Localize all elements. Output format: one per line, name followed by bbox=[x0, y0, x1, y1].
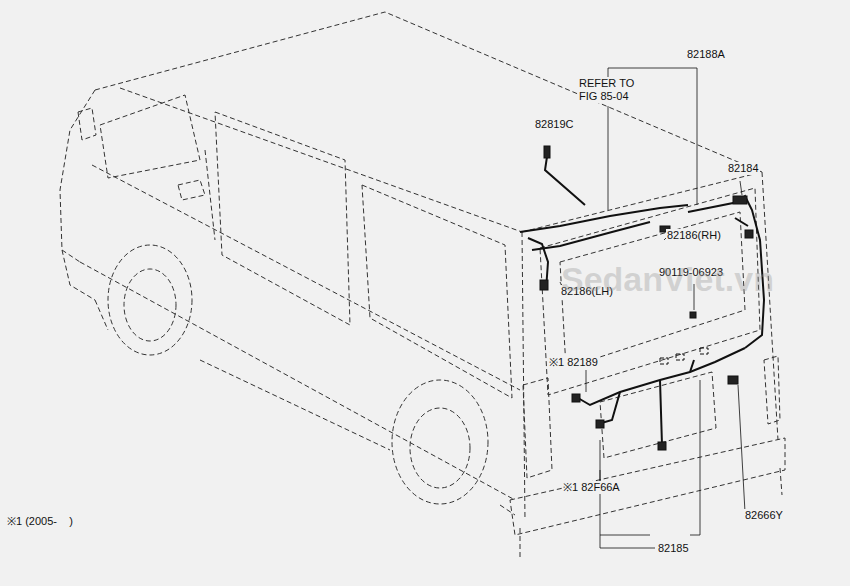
part-number: 82666Y bbox=[744, 509, 784, 522]
watermark: SedanViet.vn bbox=[560, 260, 775, 298]
part-number: ※1 82F66A bbox=[562, 481, 621, 494]
footnote: ※1 (2005- ) bbox=[6, 515, 74, 528]
part-number: 82186(RH) bbox=[666, 229, 722, 242]
part-number: 82185 bbox=[657, 542, 690, 555]
part-number: ※1 82189 bbox=[548, 356, 599, 369]
part-number: 82819C bbox=[534, 118, 575, 131]
part-number: 82184 bbox=[727, 162, 760, 175]
reference-note: REFER TO FIG 85-04 bbox=[578, 77, 640, 103]
part-number: 82188A bbox=[686, 48, 726, 61]
